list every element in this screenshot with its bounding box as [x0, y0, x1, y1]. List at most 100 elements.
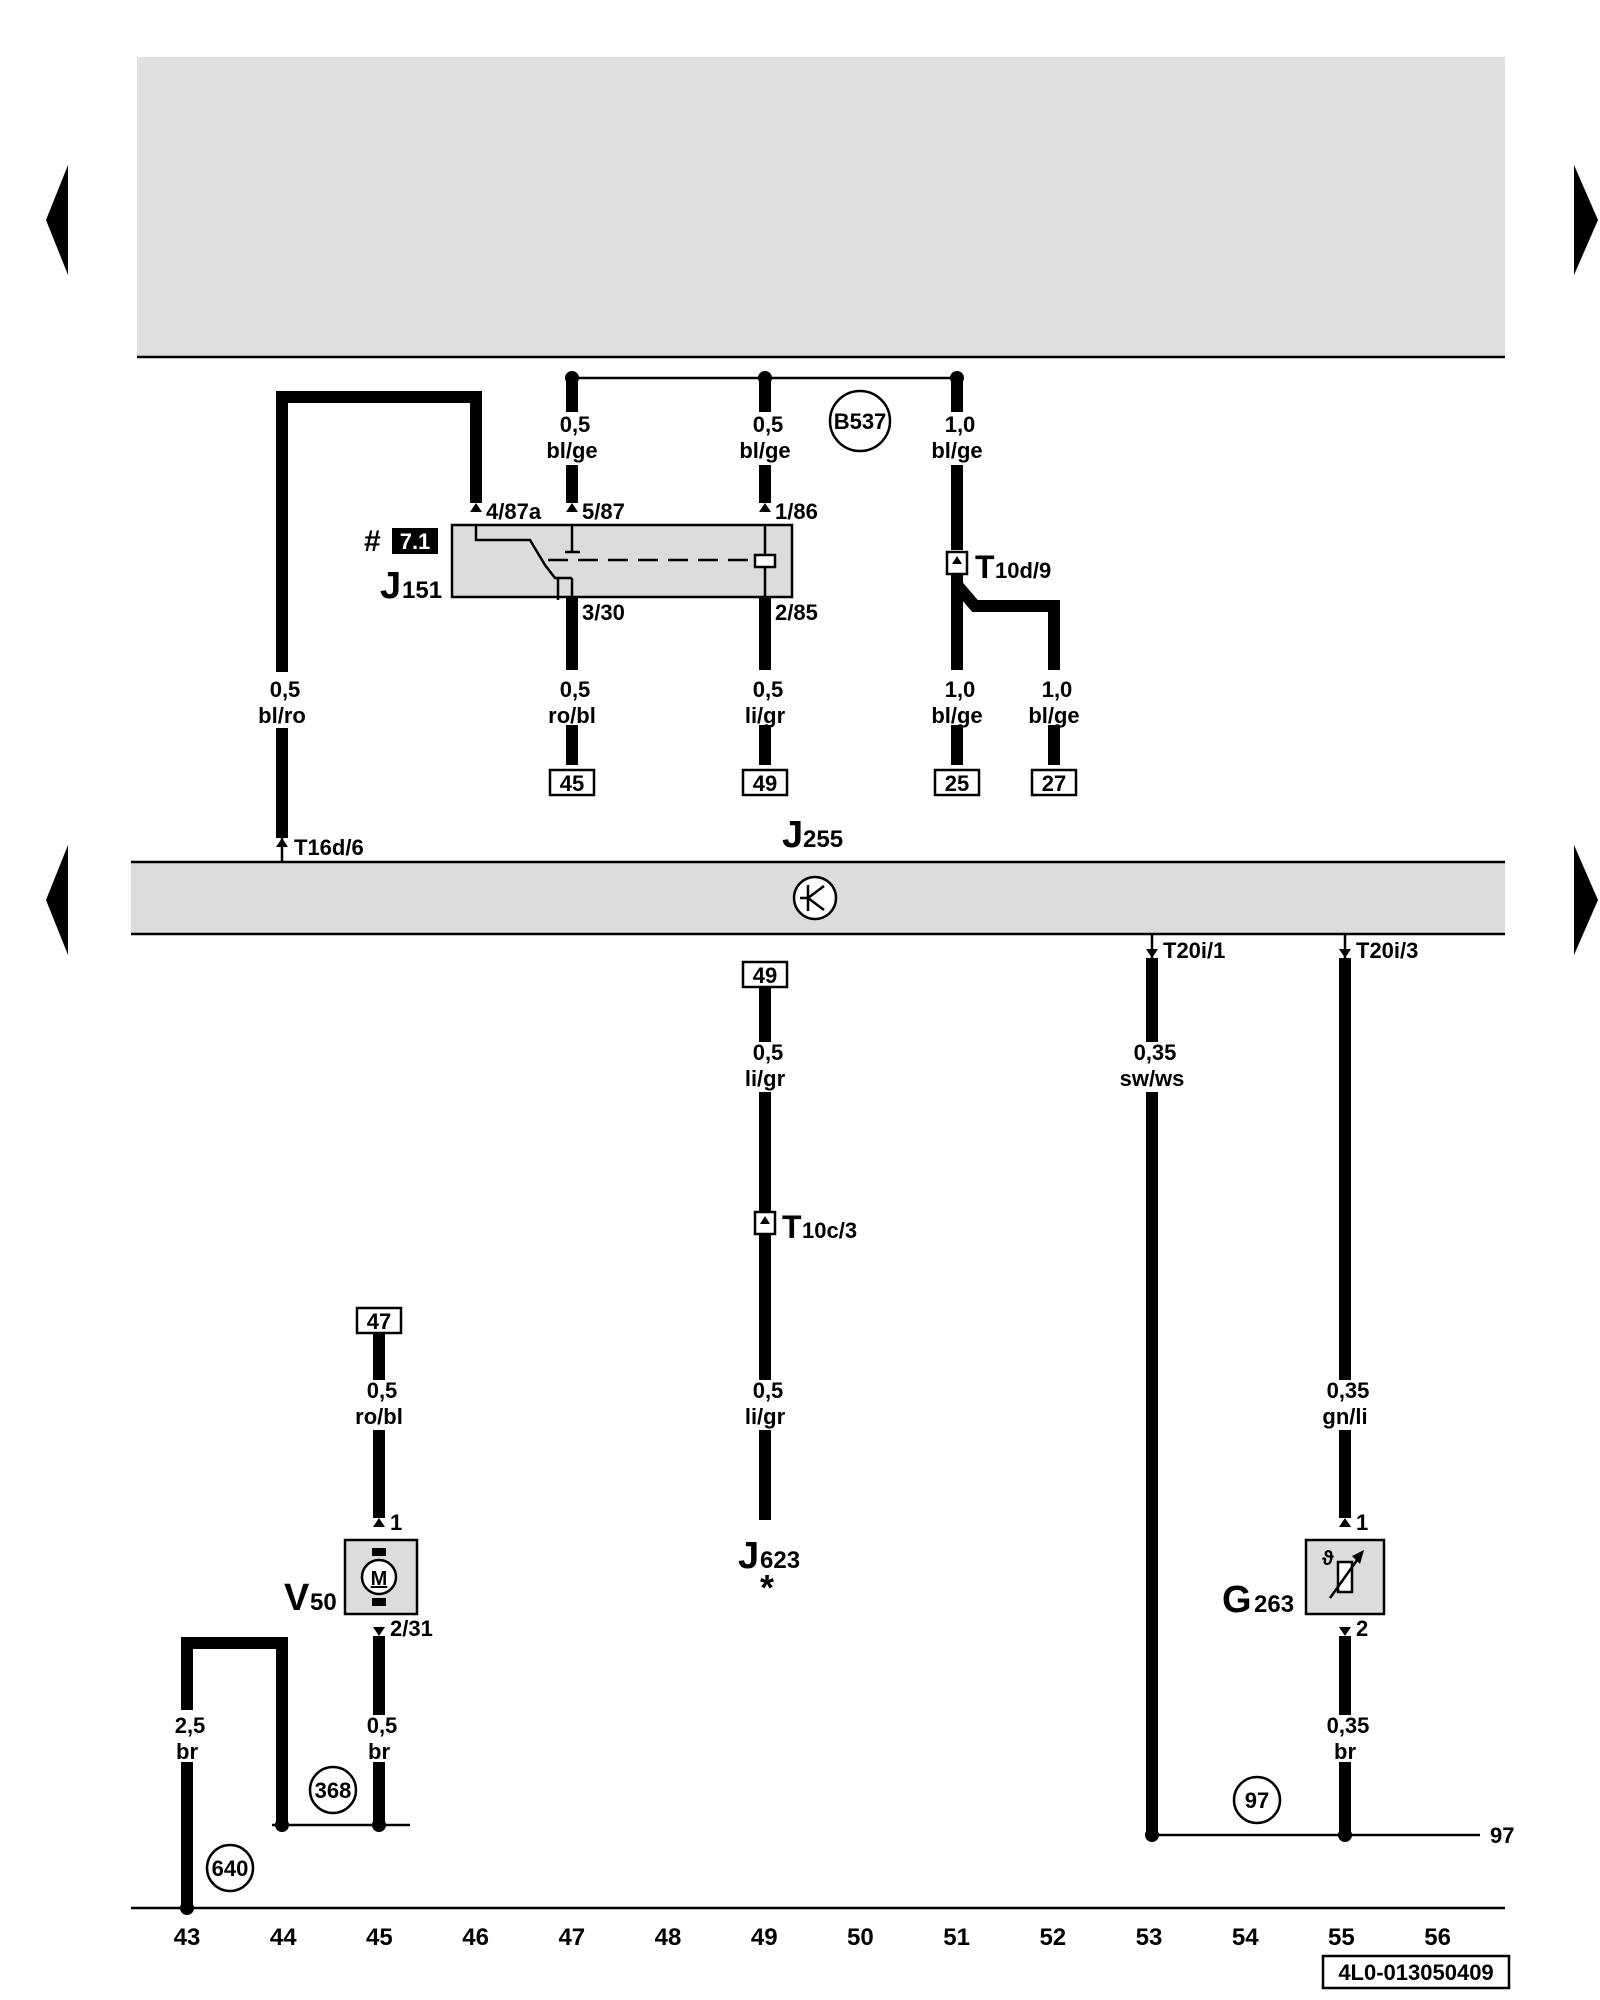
ref-box-49-lower-label: 49 — [753, 963, 777, 988]
column-number: 45 — [366, 1924, 393, 1951]
ref-box-25[interactable] — [933, 768, 981, 797]
wire-color: ro/bl — [548, 703, 596, 728]
pin-arrow-icon — [1339, 949, 1351, 958]
splice-b537-label: B537 — [834, 409, 887, 434]
ref-box-49[interactable] — [741, 768, 789, 797]
column-number: 52 — [1039, 1924, 1066, 1951]
column-number: 49 — [751, 1924, 778, 1951]
connector-t20i-1: T20i/1 — [1163, 938, 1225, 963]
j623-id: J — [738, 1535, 759, 1577]
connector-t10d-arrow-icon — [952, 556, 962, 564]
control-unit-sub: 255 — [803, 826, 843, 853]
pin-arrow-icon — [566, 503, 578, 512]
relay-pin-86: 1/86 — [775, 499, 818, 524]
next-section-arrow-icon[interactable] — [1574, 845, 1598, 955]
ref-box-25-label: 25 — [945, 771, 969, 796]
connector-t20i-3: T20i/3 — [1356, 938, 1418, 963]
wire-gauge: 0,5 — [367, 1713, 398, 1738]
wire-color: br — [176, 1739, 198, 1764]
ground-node — [1145, 1828, 1159, 1842]
column-number: 43 — [174, 1924, 201, 1951]
wire-gauge: 0,35 — [1327, 1378, 1370, 1403]
ground-ref-97 — [1232, 1775, 1282, 1825]
relay-pin-30: 3/30 — [582, 600, 625, 625]
ground-ref-368 — [308, 1765, 358, 1815]
wire-br-loop — [181, 1637, 288, 1825]
motor-pin-2: 2/31 — [390, 1616, 433, 1641]
electronic-module-icon — [807, 885, 825, 899]
wire-bl-ro-loop — [276, 391, 482, 838]
wire-t10d-branch — [952, 581, 1060, 670]
ref-box-49-lower[interactable] — [741, 960, 789, 989]
wire-gauge: 1,0 — [945, 677, 976, 702]
relay-id-sub: 151 — [402, 577, 442, 604]
j623-note: * — [760, 1567, 774, 1608]
electronic-module-icon — [792, 875, 838, 921]
connector-t10c-sub: 10c/3 — [802, 1218, 857, 1243]
wire-color: br — [368, 1739, 390, 1764]
pin-arrow-icon — [566, 615, 578, 624]
control-unit-id: J — [782, 814, 803, 856]
prev-section-arrow-icon[interactable] — [46, 845, 68, 955]
wire-color: li/gr — [745, 1404, 786, 1429]
pin-arrow-icon — [759, 503, 771, 512]
ground-ref-640 — [205, 1843, 255, 1893]
column-number: 44 — [270, 1924, 297, 1951]
sensor-pin-2: 2 — [1356, 1616, 1368, 1641]
column-number: 53 — [1136, 1924, 1163, 1951]
drawing-code: 4L0-013050409 — [1338, 1960, 1493, 1985]
pin-arrow-icon — [1339, 1518, 1351, 1527]
relay-coil — [753, 553, 777, 569]
ref-box-45-label: 45 — [560, 771, 584, 796]
column-number: 51 — [943, 1924, 970, 1951]
thermistor-arrow-icon — [1352, 1550, 1364, 1564]
wire-color: br — [1334, 1739, 1356, 1764]
j623-sub: 623 — [760, 1547, 800, 1574]
column-number: 56 — [1424, 1924, 1451, 1951]
column-number: 46 — [462, 1924, 489, 1951]
wire-gauge: 0,5 — [560, 412, 591, 437]
prev-page-arrow-icon[interactable] — [46, 165, 68, 275]
wire-gauge: 0,5 — [753, 677, 784, 702]
relay-ref-badge-text: 7.1 — [400, 529, 431, 554]
gauge-gap — [250, 672, 314, 728]
upper-panel — [137, 57, 1505, 357]
ref-box-45[interactable] — [548, 768, 596, 797]
pin-arrow-icon — [1146, 949, 1158, 958]
ground-ref-97-label: 97 — [1245, 1788, 1269, 1813]
column-number: 47 — [558, 1924, 585, 1951]
pin-arrow-icon — [373, 1627, 385, 1636]
connector-t10c-arrow-icon — [760, 1216, 770, 1224]
wire-gauge: 1,0 — [1042, 677, 1073, 702]
motor-pin-1: 1 — [390, 1510, 402, 1535]
wire-gauge: 0,5 — [753, 1040, 784, 1065]
relay-pin-85: 2/85 — [775, 600, 818, 625]
wire-color: bl/ge — [739, 438, 790, 463]
ground-ref-368-label: 368 — [315, 1778, 352, 1803]
next-page-arrow-icon[interactable] — [1574, 165, 1598, 275]
ground-line-97-label: 97 — [1490, 1823, 1514, 1848]
wire-gauge: 2,5 — [175, 1713, 206, 1738]
thermistor-icon — [1328, 1555, 1362, 1599]
column-number: 48 — [655, 1924, 682, 1951]
ref-box-27-label: 27 — [1042, 771, 1066, 796]
relay-pin-87a: 4/87a — [486, 499, 542, 524]
ref-box-49-label: 49 — [753, 771, 777, 796]
wire-gauge: 0,5 — [753, 1378, 784, 1403]
motor-icon — [360, 1558, 398, 1596]
motor-sub: 50 — [310, 1589, 337, 1616]
sensor-pin-1: 1 — [1356, 1510, 1368, 1535]
wire-gauge: 0,5 — [367, 1378, 398, 1403]
motor-brush-icon — [372, 1598, 386, 1606]
connector-t10d-id: T — [975, 549, 995, 585]
pin-arrow-icon — [1339, 1627, 1351, 1636]
wire-color: li/gr — [745, 703, 786, 728]
sensor-temp-symbol: ϑ — [1322, 1548, 1334, 1570]
ref-box-27[interactable] — [1030, 768, 1078, 797]
column-number: 55 — [1328, 1924, 1355, 1951]
wire-color: bl/ro — [258, 703, 306, 728]
wire-color: ro/bl — [355, 1404, 403, 1429]
wire-color: bl/ge — [931, 703, 982, 728]
sensor-id: G — [1222, 1579, 1252, 1621]
pin-arrow-icon — [373, 1518, 385, 1527]
